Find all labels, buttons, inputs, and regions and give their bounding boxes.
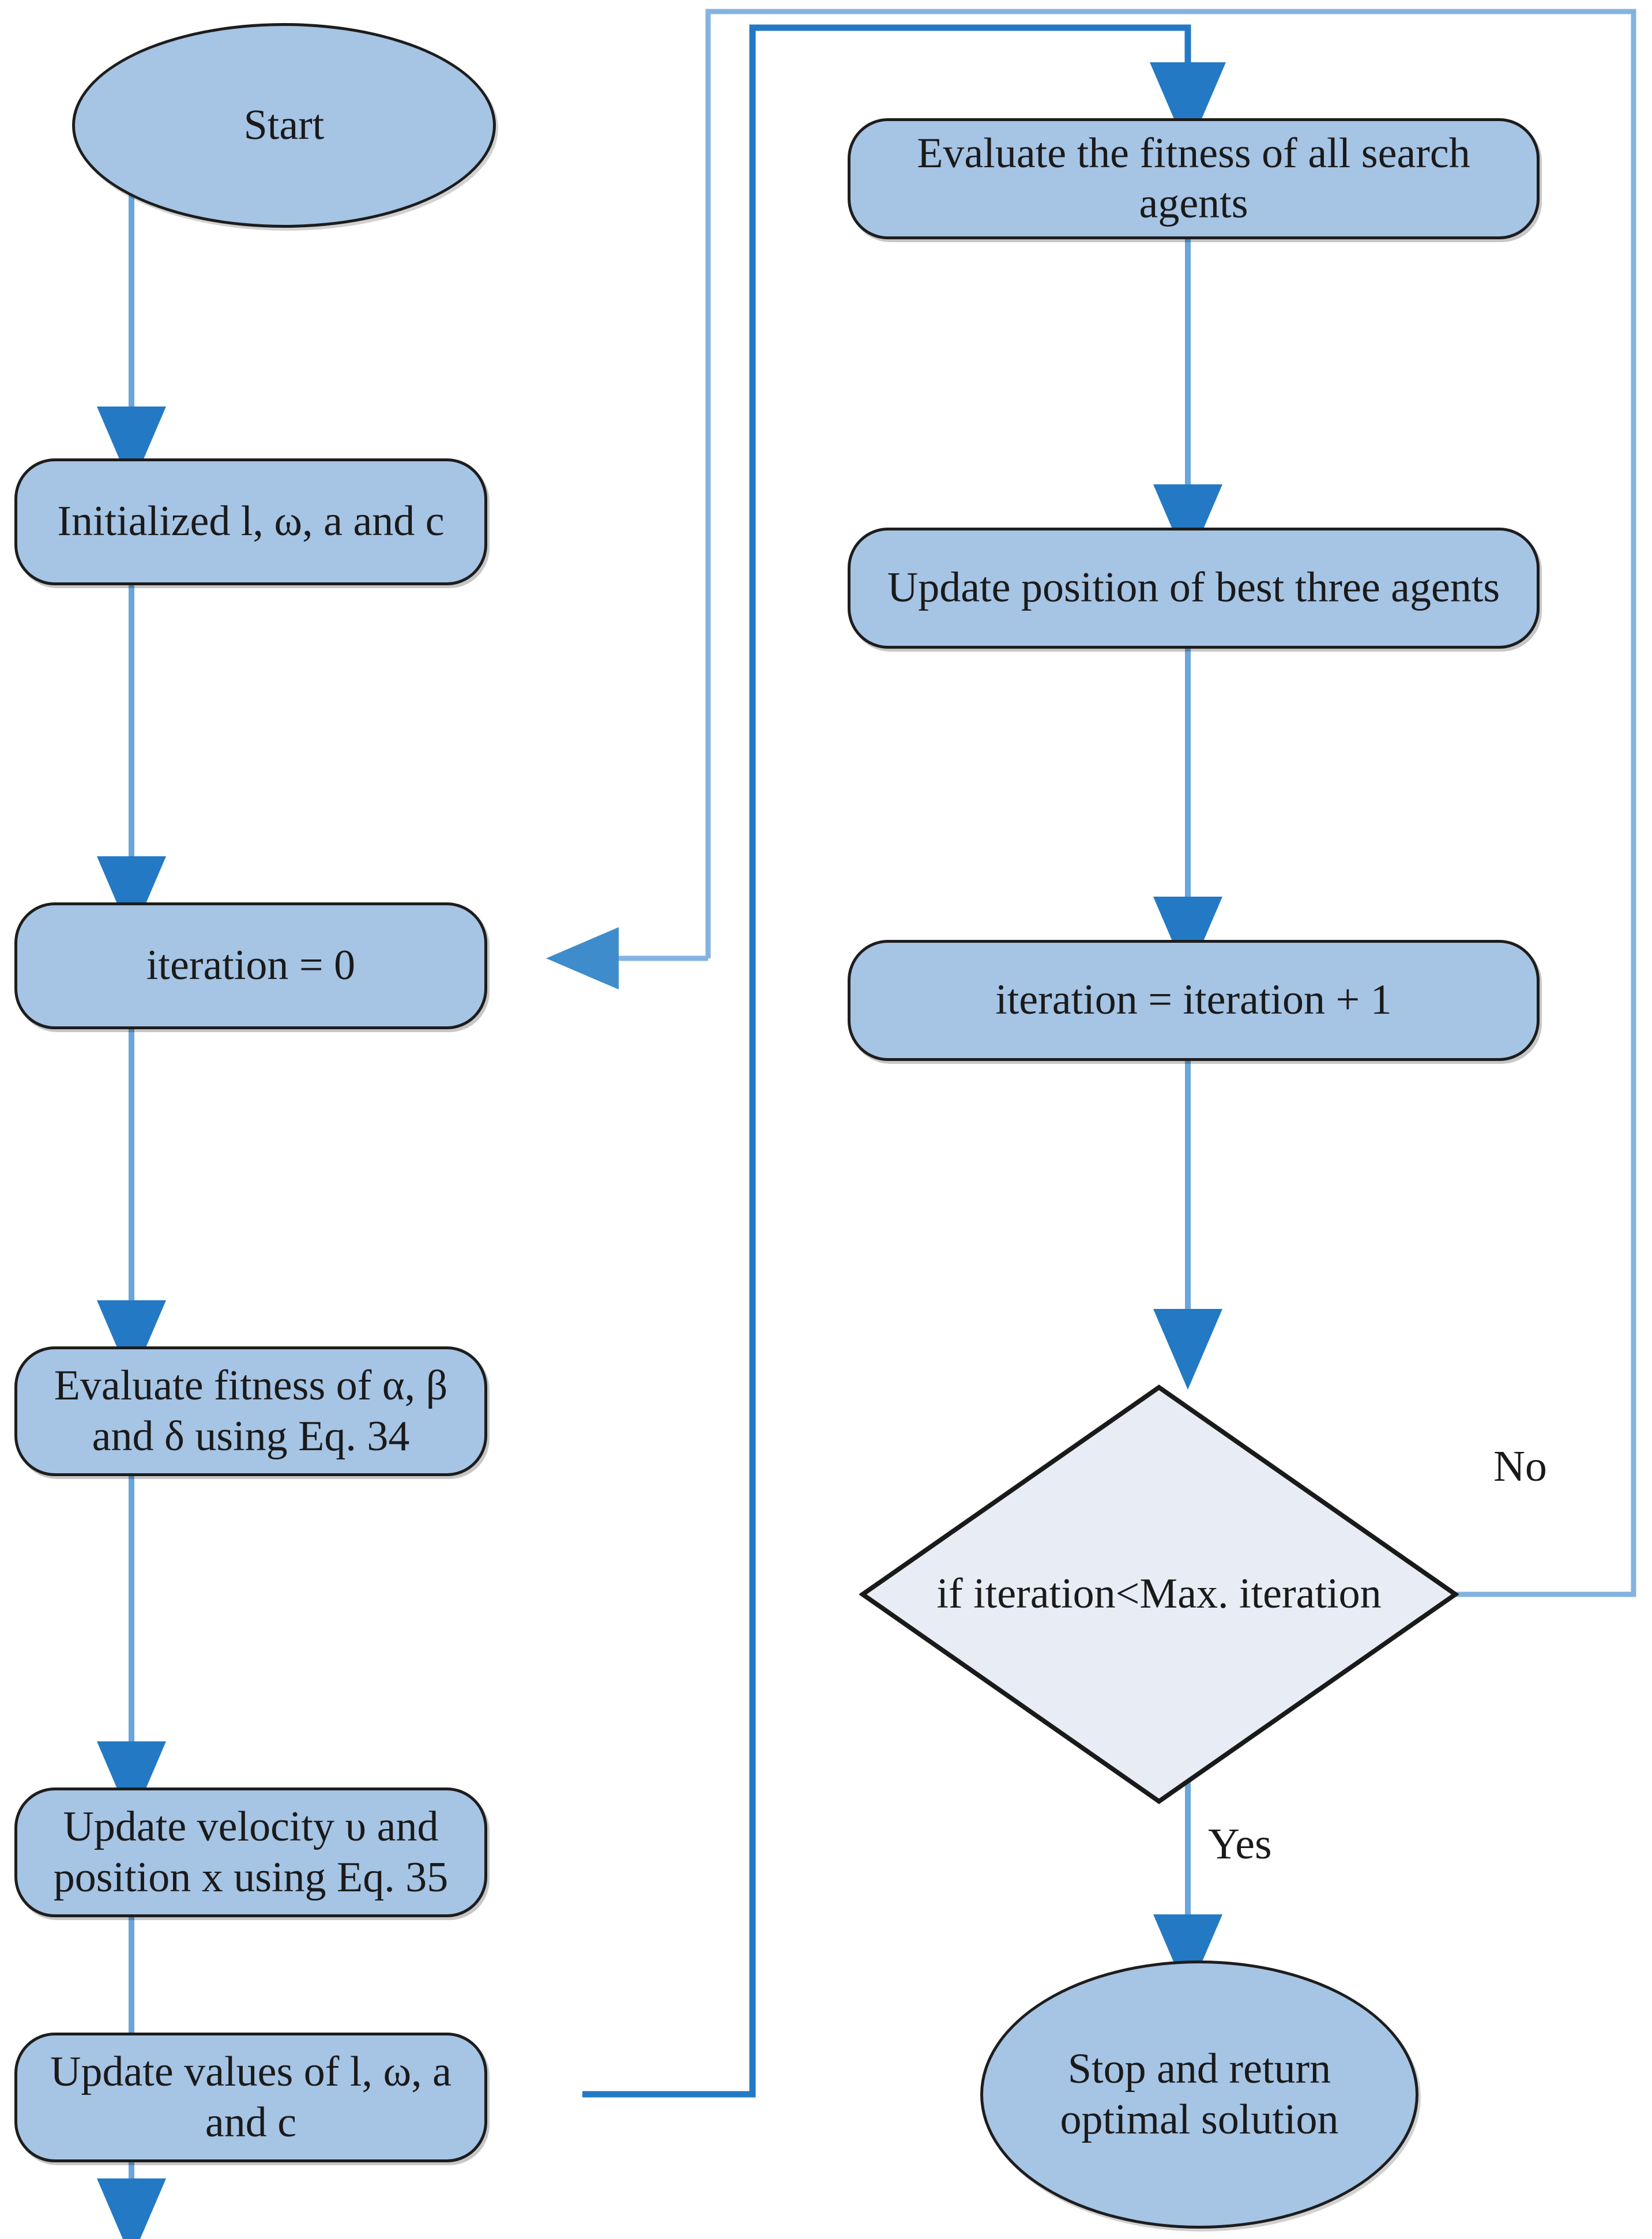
node-iteration-zero[interactable]: iteration = 0	[14, 902, 487, 1029]
node-update-velocity-label: Update velocity υ and position x using E…	[53, 1803, 449, 1901]
edge-label-yes-text: Yes	[1208, 1820, 1272, 1868]
node-evaluate-fitness-abd-label: Evaluate fitness of α, β and δ using Eq.…	[54, 1362, 448, 1460]
edge-label-yes: Yes	[1208, 1819, 1272, 1869]
node-start[interactable]: Start	[72, 23, 496, 228]
node-update-best-three-label: Update position of best three agents	[887, 564, 1500, 612]
edge-label-no-text: No	[1493, 1442, 1547, 1491]
node-evaluate-all-agents[interactable]: Evaluate the fitness of all search agent…	[848, 118, 1540, 239]
node-stop[interactable]: Stop and return optimal solution	[980, 1960, 1418, 2229]
node-decision[interactable]: if iteration<Max. iteration	[859, 1384, 1459, 1805]
node-update-values-label: Update values of l, ω, a and c	[50, 2048, 451, 2146]
node-update-best-three[interactable]: Update position of best three agents	[848, 528, 1540, 649]
node-iteration-increment[interactable]: iteration = iteration + 1	[848, 940, 1540, 1061]
node-evaluate-fitness-abd[interactable]: Evaluate fitness of α, β and δ using Eq.…	[14, 1346, 487, 1476]
node-initialize[interactable]: Initialized l, ω, a and c	[14, 458, 487, 585]
edge-decision-no-loopback	[705, 9, 1636, 1597]
node-update-velocity[interactable]: Update velocity υ and position x using E…	[14, 1788, 487, 1917]
node-initialize-label: Initialized l, ω, a and c	[57, 498, 445, 545]
node-update-values[interactable]: Update values of l, ω, a and c	[14, 2033, 487, 2162]
node-start-label: Start	[243, 101, 325, 149]
node-iteration-increment-label: iteration = iteration + 1	[995, 976, 1392, 1024]
edge-label-no: No	[1493, 1442, 1547, 1492]
node-evaluate-all-agents-label: Evaluate the fitness of all search agent…	[917, 129, 1470, 227]
node-decision-label: if iteration<Max. iteration	[936, 1570, 1382, 1618]
edge-update-values-to-eval-agents	[582, 24, 1226, 2098]
node-stop-label: Stop and return optimal solution	[1060, 2045, 1339, 2143]
decision-diamond-shape	[859, 1384, 1459, 1804]
node-iteration-zero-label: iteration = 0	[146, 942, 356, 989]
